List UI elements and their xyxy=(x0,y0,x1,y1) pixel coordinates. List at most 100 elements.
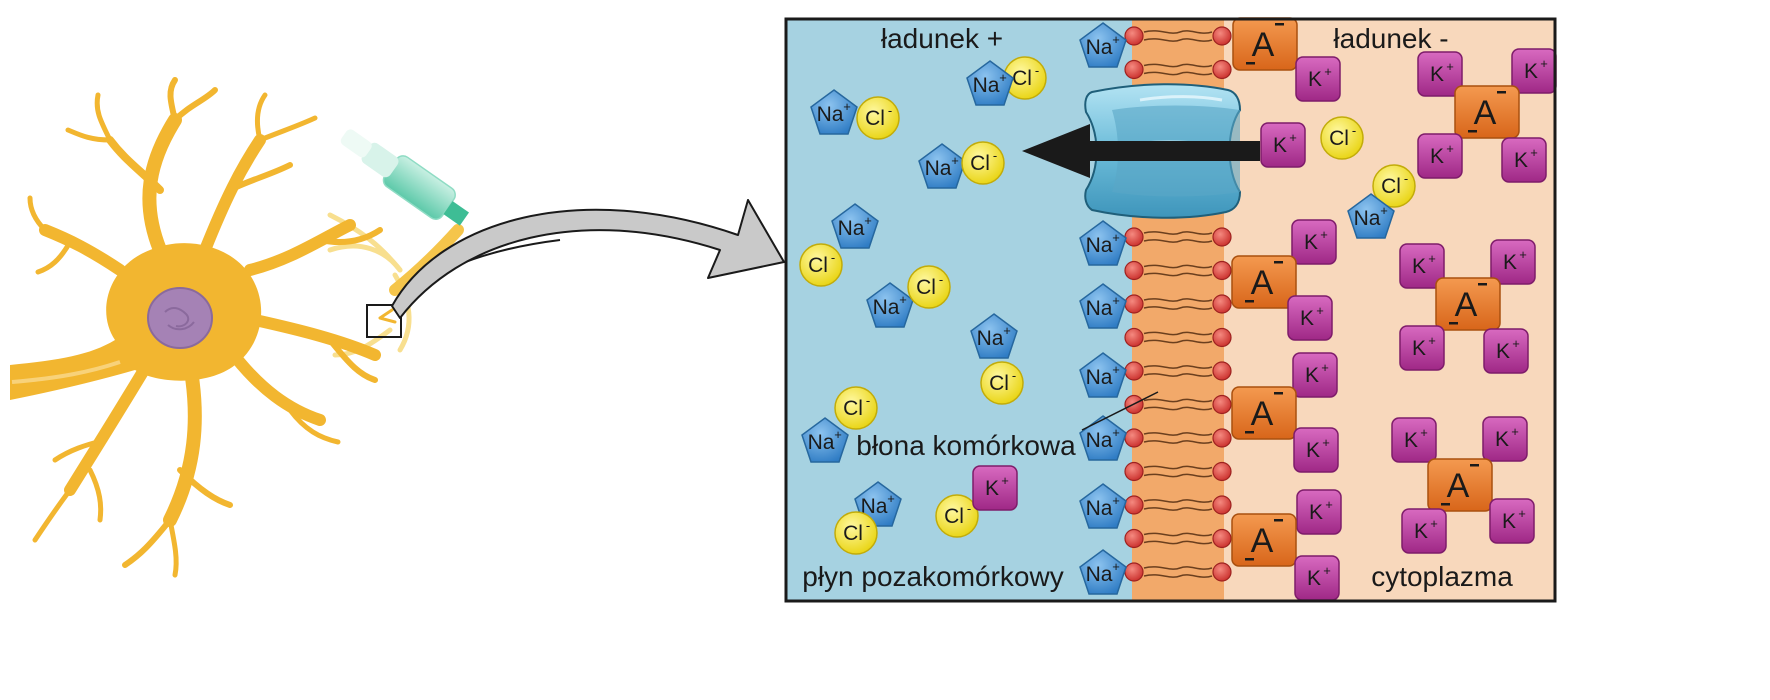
potassium-ion: K+ xyxy=(1291,219,1337,265)
anion: A xyxy=(1231,386,1297,440)
svg-text:K: K xyxy=(1412,255,1426,278)
svg-text:+: + xyxy=(1518,506,1526,521)
svg-text:Na: Na xyxy=(1086,297,1113,320)
svg-text:Na: Na xyxy=(1086,497,1113,520)
svg-text:K: K xyxy=(1309,501,1323,524)
potassium-ion: K+ xyxy=(1501,137,1547,183)
svg-text:+: + xyxy=(1325,497,1333,512)
lipid-row xyxy=(1124,562,1232,582)
chloride-ion: Cl- xyxy=(1320,116,1364,160)
svg-text:+: + xyxy=(951,153,959,168)
svg-text:+: + xyxy=(1321,360,1329,375)
chloride-ion: Cl- xyxy=(1372,164,1416,208)
svg-text:A: A xyxy=(1474,94,1497,132)
lipid-head xyxy=(1212,26,1232,46)
svg-text:K: K xyxy=(1307,567,1321,590)
lipid-row xyxy=(1124,428,1232,448)
sodium-ion: Na+ xyxy=(854,481,902,527)
svg-text:+: + xyxy=(1003,323,1011,338)
svg-text:+: + xyxy=(1112,559,1120,574)
svg-text:Cl: Cl xyxy=(944,505,964,528)
svg-text:+: + xyxy=(1112,425,1120,440)
svg-text:Na: Na xyxy=(1354,207,1381,230)
svg-text:-: - xyxy=(866,393,870,408)
lipid-head xyxy=(1212,495,1232,515)
potassium-ion: K+ xyxy=(1296,489,1342,535)
svg-text:+: + xyxy=(1446,141,1454,156)
potassium-ion: K+ xyxy=(1490,239,1536,285)
potassium-ion: K+ xyxy=(1292,352,1338,398)
lipid-head xyxy=(1212,428,1232,448)
magnified-region-box xyxy=(366,304,402,338)
svg-text:+: + xyxy=(1320,227,1328,242)
panel-border xyxy=(784,17,1557,603)
anion: A xyxy=(1435,277,1501,331)
lipid-row xyxy=(1124,26,1232,46)
svg-text:A: A xyxy=(1455,286,1478,324)
svg-text:K: K xyxy=(1305,364,1319,387)
svg-text:+: + xyxy=(887,491,895,506)
svg-text:-: - xyxy=(888,103,892,118)
svg-text:K: K xyxy=(1503,251,1517,274)
svg-text:-: - xyxy=(831,250,835,265)
svg-text:+: + xyxy=(1519,247,1527,262)
svg-text:Cl: Cl xyxy=(970,152,990,175)
label-extracellular-fluid: płyn pozakomórkowy xyxy=(802,561,1063,592)
svg-text:Na: Na xyxy=(838,217,865,240)
svg-text:K: K xyxy=(1308,68,1322,91)
svg-text:+: + xyxy=(1324,64,1332,79)
lipid-head xyxy=(1124,562,1144,582)
svg-text:+: + xyxy=(999,70,1007,85)
anion: A xyxy=(1454,85,1520,139)
svg-text:-: - xyxy=(967,501,971,516)
magnification-arrow xyxy=(391,199,785,319)
svg-text:Cl: Cl xyxy=(1329,127,1349,150)
svg-text:K: K xyxy=(1273,134,1287,157)
potassium-ion: K+ xyxy=(1482,416,1528,462)
label-negative-charge: ładunek - xyxy=(1333,23,1448,54)
lipid-head xyxy=(1212,562,1232,582)
svg-text:Na: Na xyxy=(925,157,952,180)
lipid-head xyxy=(1212,327,1232,348)
lipid-row xyxy=(1124,495,1232,515)
lipid-head xyxy=(1124,227,1144,247)
nucleus xyxy=(147,287,213,349)
lipid-bilayer xyxy=(1124,26,1232,582)
ions: Na+Cl-Na+Na+Cl-Na+Cl-Na+Cl-Na+Cl-Na+Cl-C… xyxy=(799,17,1557,601)
svg-text:Na: Na xyxy=(1086,366,1113,389)
svg-text:+: + xyxy=(1112,362,1120,377)
potassium-ion: K+ xyxy=(1287,295,1333,341)
svg-text:Cl: Cl xyxy=(808,254,828,277)
svg-text:+: + xyxy=(1112,493,1120,508)
potassium-efflux-arrow xyxy=(1022,124,1260,178)
magnified-panel: Na+Cl-Na+Na+Cl-Na+Cl-Na+Cl-Na+Cl-Na+Cl-C… xyxy=(784,17,1557,603)
sodium-ion: Na+ xyxy=(1079,22,1127,68)
svg-text:Cl: Cl xyxy=(865,107,885,130)
lipid-head xyxy=(1124,461,1144,482)
svg-text:+: + xyxy=(1323,563,1331,578)
chloride-ion: Cl- xyxy=(935,494,979,538)
svg-text:+: + xyxy=(899,292,907,307)
svg-text:-: - xyxy=(1035,63,1039,78)
anion: A xyxy=(1231,255,1297,309)
sodium-ion: Na+ xyxy=(801,417,849,463)
lipid-row xyxy=(1124,528,1232,549)
svg-text:K: K xyxy=(1404,429,1418,452)
svg-text:+: + xyxy=(834,427,842,442)
potassium-ion: K+ xyxy=(1399,325,1445,371)
potassium-ion: K+ xyxy=(1489,498,1535,544)
sodium-ion: Na+ xyxy=(970,313,1018,359)
lipid-head xyxy=(1124,260,1144,281)
lipid-head xyxy=(1212,394,1232,415)
potassium-ion: K+ xyxy=(972,465,1018,511)
svg-text:K: K xyxy=(1430,63,1444,86)
svg-text:-: - xyxy=(993,148,997,163)
svg-text:+: + xyxy=(1446,59,1454,74)
lipid-head xyxy=(1212,294,1232,314)
lipid-head xyxy=(1124,294,1144,314)
potassium-ion: K+ xyxy=(1294,555,1340,601)
sodium-ion: Na+ xyxy=(1079,549,1127,595)
svg-text:A: A xyxy=(1252,26,1275,64)
svg-text:K: K xyxy=(1304,231,1318,254)
